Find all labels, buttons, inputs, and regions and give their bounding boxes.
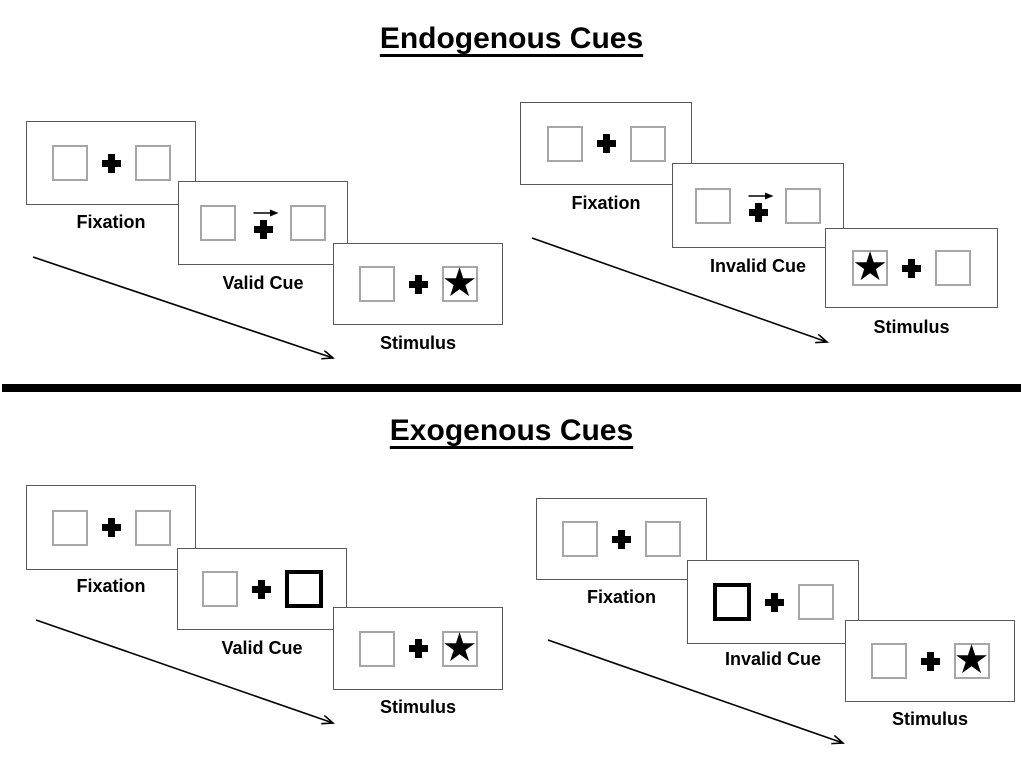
fixation-cross-icon [408, 639, 428, 658]
target-box-right: ★ [441, 624, 478, 671]
step-label-stimulus: Stimulus [379, 333, 456, 353]
fixation-cross-icon [101, 153, 121, 173]
step-label-valid-cue: Valid Cue [222, 273, 304, 293]
endo-invalid-stimulus-panel: ★ [825, 228, 998, 308]
placeholder-box-left [358, 266, 395, 302]
step-label-fixation: Fixation [76, 576, 146, 596]
placeholder-box-left [200, 205, 236, 241]
placeholder-box-right [134, 145, 171, 181]
fixation-cross-icon [902, 258, 921, 278]
fixation-cross-icon [920, 651, 940, 671]
fixation-cross-icon [748, 202, 768, 222]
exo-invalid-fixation-panel [536, 498, 707, 580]
fixation-cross-icon [764, 592, 784, 612]
target-box-right: ★ [953, 637, 990, 683]
placeholder-box-left [201, 571, 238, 607]
placeholder-box-left [51, 145, 88, 181]
peripheral-cue-box-right [284, 570, 323, 608]
section-title-endogenous: Endogenous Cues [379, 22, 644, 55]
section-divider [2, 384, 1021, 392]
star-icon: ★ [441, 624, 478, 671]
step-label-stimulus: Stimulus [379, 697, 456, 717]
timeline-arrow [547, 639, 849, 749]
step-label-fixation: Fixation [571, 193, 641, 213]
placeholder-box-right [290, 205, 326, 241]
step-label-fixation: Fixation [586, 587, 656, 607]
central-cue [250, 207, 279, 239]
placeholder-box-left [562, 521, 598, 557]
exo-valid-cue-panel [177, 548, 347, 630]
section-title-exogenous: Exogenous Cues [389, 414, 634, 447]
endo-invalid-fixation-panel [520, 102, 692, 185]
step-label-invalid-cue: Invalid Cue [709, 256, 807, 276]
exo-invalid-stimulus-panel: ★ [845, 620, 1015, 702]
cue-arrow-icon [253, 209, 279, 217]
placeholder-box-right [785, 187, 821, 224]
star-icon: ★ [441, 260, 478, 306]
endo-valid-stimulus-panel: ★ [333, 243, 503, 325]
peripheral-cue-box-left [712, 583, 751, 621]
exo-invalid-cue-panel [687, 560, 859, 644]
exo-valid-fixation-panel [26, 485, 196, 570]
timeline-arrow [531, 237, 834, 348]
cue-arrow-icon [748, 192, 774, 199]
fixation-cross-icon [101, 518, 121, 537]
endo-invalid-cue-panel [672, 163, 844, 248]
star-icon: ★ [852, 244, 888, 290]
timeline-arrow [32, 256, 342, 366]
placeholder-box-right [797, 584, 834, 620]
placeholder-box-right [629, 125, 666, 162]
placeholder-box-left [870, 643, 907, 679]
step-label-stimulus: Stimulus [891, 709, 968, 729]
star-icon: ★ [953, 637, 990, 683]
placeholder-box-left [358, 630, 395, 667]
placeholder-box-left [51, 509, 88, 546]
fixation-cross-icon [251, 579, 271, 599]
step-label-valid-cue: Valid Cue [221, 638, 303, 658]
placeholder-box-left [546, 125, 583, 162]
timeline-arrow [35, 619, 339, 729]
central-cue [745, 190, 774, 222]
fixation-cross-icon [408, 274, 428, 294]
fixation-cross-icon [612, 529, 631, 549]
placeholder-box-right [134, 509, 171, 546]
step-label-stimulus: Stimulus [873, 317, 950, 337]
endo-valid-cue-panel [178, 181, 348, 265]
step-label-invalid-cue: Invalid Cue [724, 649, 822, 669]
placeholder-box-right [645, 521, 681, 557]
exo-valid-stimulus-panel: ★ [333, 607, 503, 690]
step-label-fixation: Fixation [76, 212, 146, 232]
fixation-cross-icon [596, 134, 616, 153]
fixation-cross-icon [253, 220, 273, 239]
placeholder-box-right [935, 250, 971, 286]
placeholder-box-left [695, 187, 731, 224]
target-box-left: ★ [852, 244, 888, 290]
endo-valid-fixation-panel [26, 121, 196, 205]
target-box-right: ★ [441, 260, 478, 306]
